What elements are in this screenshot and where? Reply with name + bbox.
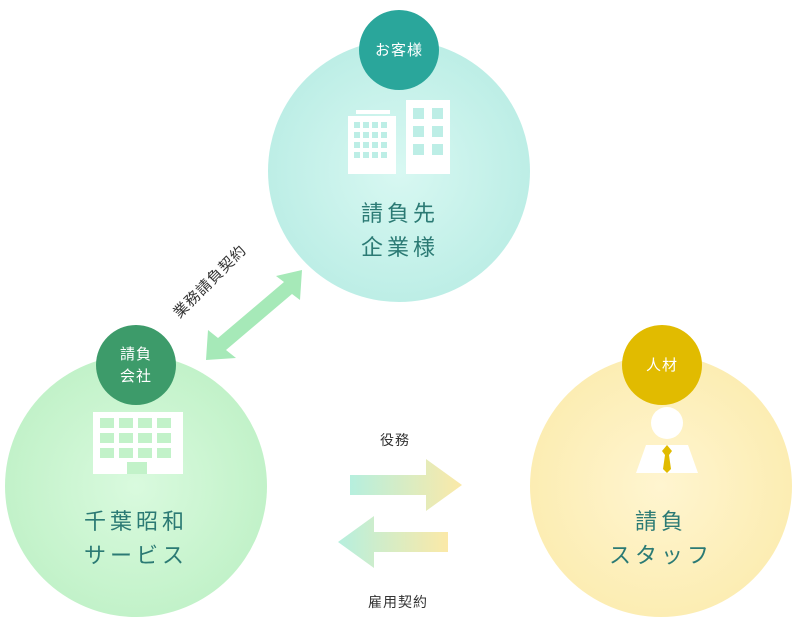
client-label-line1: 請負先 — [360, 202, 439, 227]
company-badge: 請負 会社 — [96, 325, 176, 405]
office-building-icon — [348, 100, 450, 174]
person-icon — [636, 407, 698, 473]
client-badge: お客様 — [359, 10, 439, 90]
company-label-line1: 千葉昭和 — [83, 510, 188, 535]
company-label-line2: サービス — [83, 544, 188, 569]
staff-label-line2: スタッフ — [608, 544, 713, 569]
employment-arrow — [338, 516, 448, 568]
staff-label-line1: 請負 — [634, 510, 687, 535]
staff-badge: 人材 — [622, 325, 702, 405]
company-building-icon — [93, 412, 183, 474]
service-label: 役務 — [380, 433, 410, 449]
service-arrow — [350, 459, 462, 511]
staff-badge-text: 人材 — [645, 356, 678, 374]
company-label: 千葉昭和 サービス — [36, 506, 236, 574]
employment-label: 雇用契約 — [368, 595, 428, 611]
company-badge-line2: 会社 — [119, 367, 152, 385]
client-label: 請負先 企業様 — [300, 198, 500, 266]
staff-label: 請負 スタッフ — [561, 506, 761, 574]
client-badge-text: お客様 — [374, 41, 423, 59]
company-badge-line1: 請負 — [119, 345, 152, 363]
client-label-line2: 企業様 — [360, 236, 439, 261]
